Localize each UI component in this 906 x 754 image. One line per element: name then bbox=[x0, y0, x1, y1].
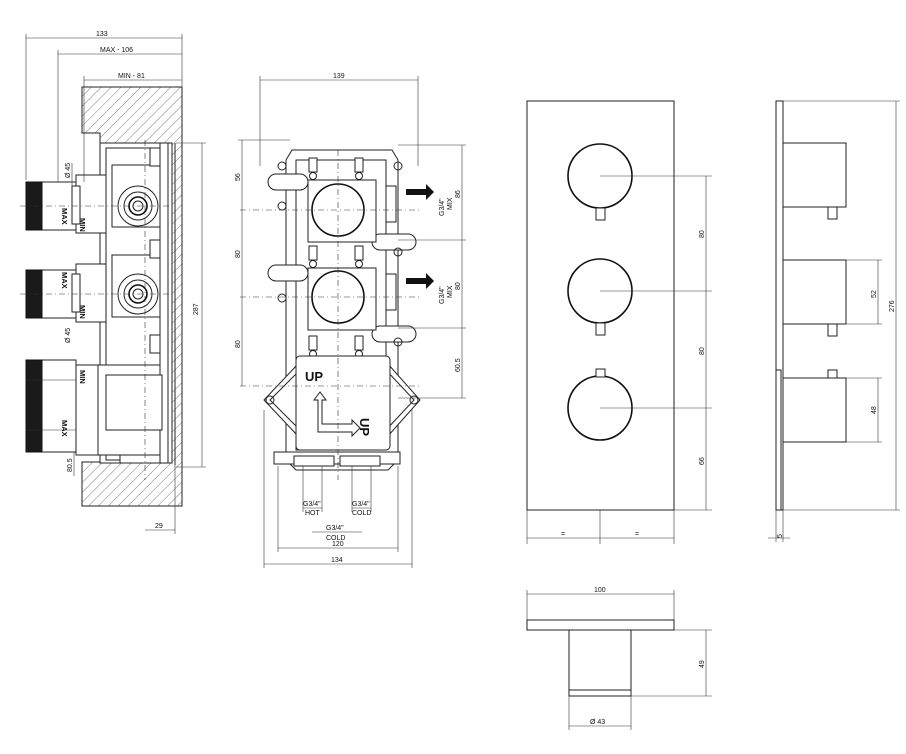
dim-56: 56 bbox=[235, 173, 242, 181]
dim-276: 276 bbox=[889, 300, 896, 312]
dim-48: 48 bbox=[871, 406, 878, 414]
cold-label-2: COLD bbox=[326, 535, 345, 542]
dim-80-c: 80 bbox=[455, 282, 462, 290]
dim-phi45-bot: Ø 45 bbox=[65, 328, 72, 343]
dim-52: 52 bbox=[871, 290, 878, 298]
max-label-bot: MAX bbox=[60, 420, 69, 437]
dim-287: 287 bbox=[193, 303, 200, 315]
side-plate bbox=[775, 100, 784, 511]
dim-80-b: 80 bbox=[235, 340, 242, 348]
g34-cold: G3/4" bbox=[352, 501, 370, 508]
side-plate-view: 52 48 276 5 bbox=[768, 100, 900, 542]
dim-100: 100 bbox=[594, 587, 606, 594]
dim-80-a: 80 bbox=[235, 250, 242, 258]
dim-5: 5 bbox=[777, 534, 784, 538]
hot-label: HOT bbox=[305, 510, 321, 517]
dim-139: 139 bbox=[333, 73, 345, 80]
outlet-arrow-top bbox=[406, 184, 434, 200]
cartridge-middle bbox=[25, 254, 161, 323]
dim-80-5: 80.5 bbox=[67, 458, 74, 472]
eq-right: = bbox=[635, 531, 639, 538]
side-view: MAX MIN MAX MIN MIN MAX 133 MAX - 106 MI… bbox=[20, 31, 206, 534]
min-label-bot: MIN bbox=[78, 370, 87, 384]
front-plate-view: 80 80 66 = = bbox=[526, 100, 712, 544]
mix-mid: MIX bbox=[447, 285, 454, 298]
g34-hot: G3/4" bbox=[303, 501, 321, 508]
dim-min-81: MIN - 81 bbox=[118, 73, 145, 80]
mix-top: MIX bbox=[447, 197, 454, 210]
dim-plate-80-b: 80 bbox=[699, 347, 706, 355]
cover-plate bbox=[526, 100, 675, 511]
dim-60-5: 60.5 bbox=[455, 358, 462, 372]
front-body-view: UP UP 139 56 80 80 86 80 60.5 G3/4" MIX … bbox=[235, 73, 466, 568]
dim-86: 86 bbox=[455, 190, 462, 198]
dim-phi45-top: Ø 45 bbox=[65, 163, 72, 178]
dim-29: 29 bbox=[155, 523, 163, 530]
up-label-2: UP bbox=[357, 418, 372, 436]
g34-mix-top: G3/4" bbox=[439, 198, 446, 216]
max-label-mid: MAX bbox=[60, 272, 69, 289]
min-label-mid: MIN bbox=[78, 305, 87, 319]
g34-cold-2: G3/4" bbox=[326, 525, 344, 532]
max-label-top: MAX bbox=[60, 208, 69, 225]
up-label-1: UP bbox=[305, 369, 323, 384]
top-knob bbox=[568, 629, 632, 697]
top-view: 100 49 Ø 43 bbox=[526, 587, 712, 730]
cartridge-bottom bbox=[25, 359, 163, 456]
top-plate bbox=[526, 619, 675, 631]
eq-left: = bbox=[561, 531, 565, 538]
dim-plate-66: 66 bbox=[699, 457, 706, 465]
cold-label: COLD bbox=[352, 510, 371, 517]
dim-max-106: MAX - 106 bbox=[100, 47, 133, 54]
dim-phi43: Ø 43 bbox=[590, 719, 605, 726]
min-label-top: MIN bbox=[78, 218, 87, 232]
dim-plate-80-a: 80 bbox=[699, 230, 706, 238]
dim-120: 120 bbox=[332, 541, 344, 548]
dim-134: 134 bbox=[331, 557, 343, 564]
cartridge-top bbox=[25, 164, 161, 234]
outlet-arrow-mid bbox=[406, 273, 434, 289]
dim-49: 49 bbox=[699, 660, 706, 668]
dim-133: 133 bbox=[96, 31, 108, 38]
g34-mix-mid: G3/4" bbox=[439, 286, 446, 304]
